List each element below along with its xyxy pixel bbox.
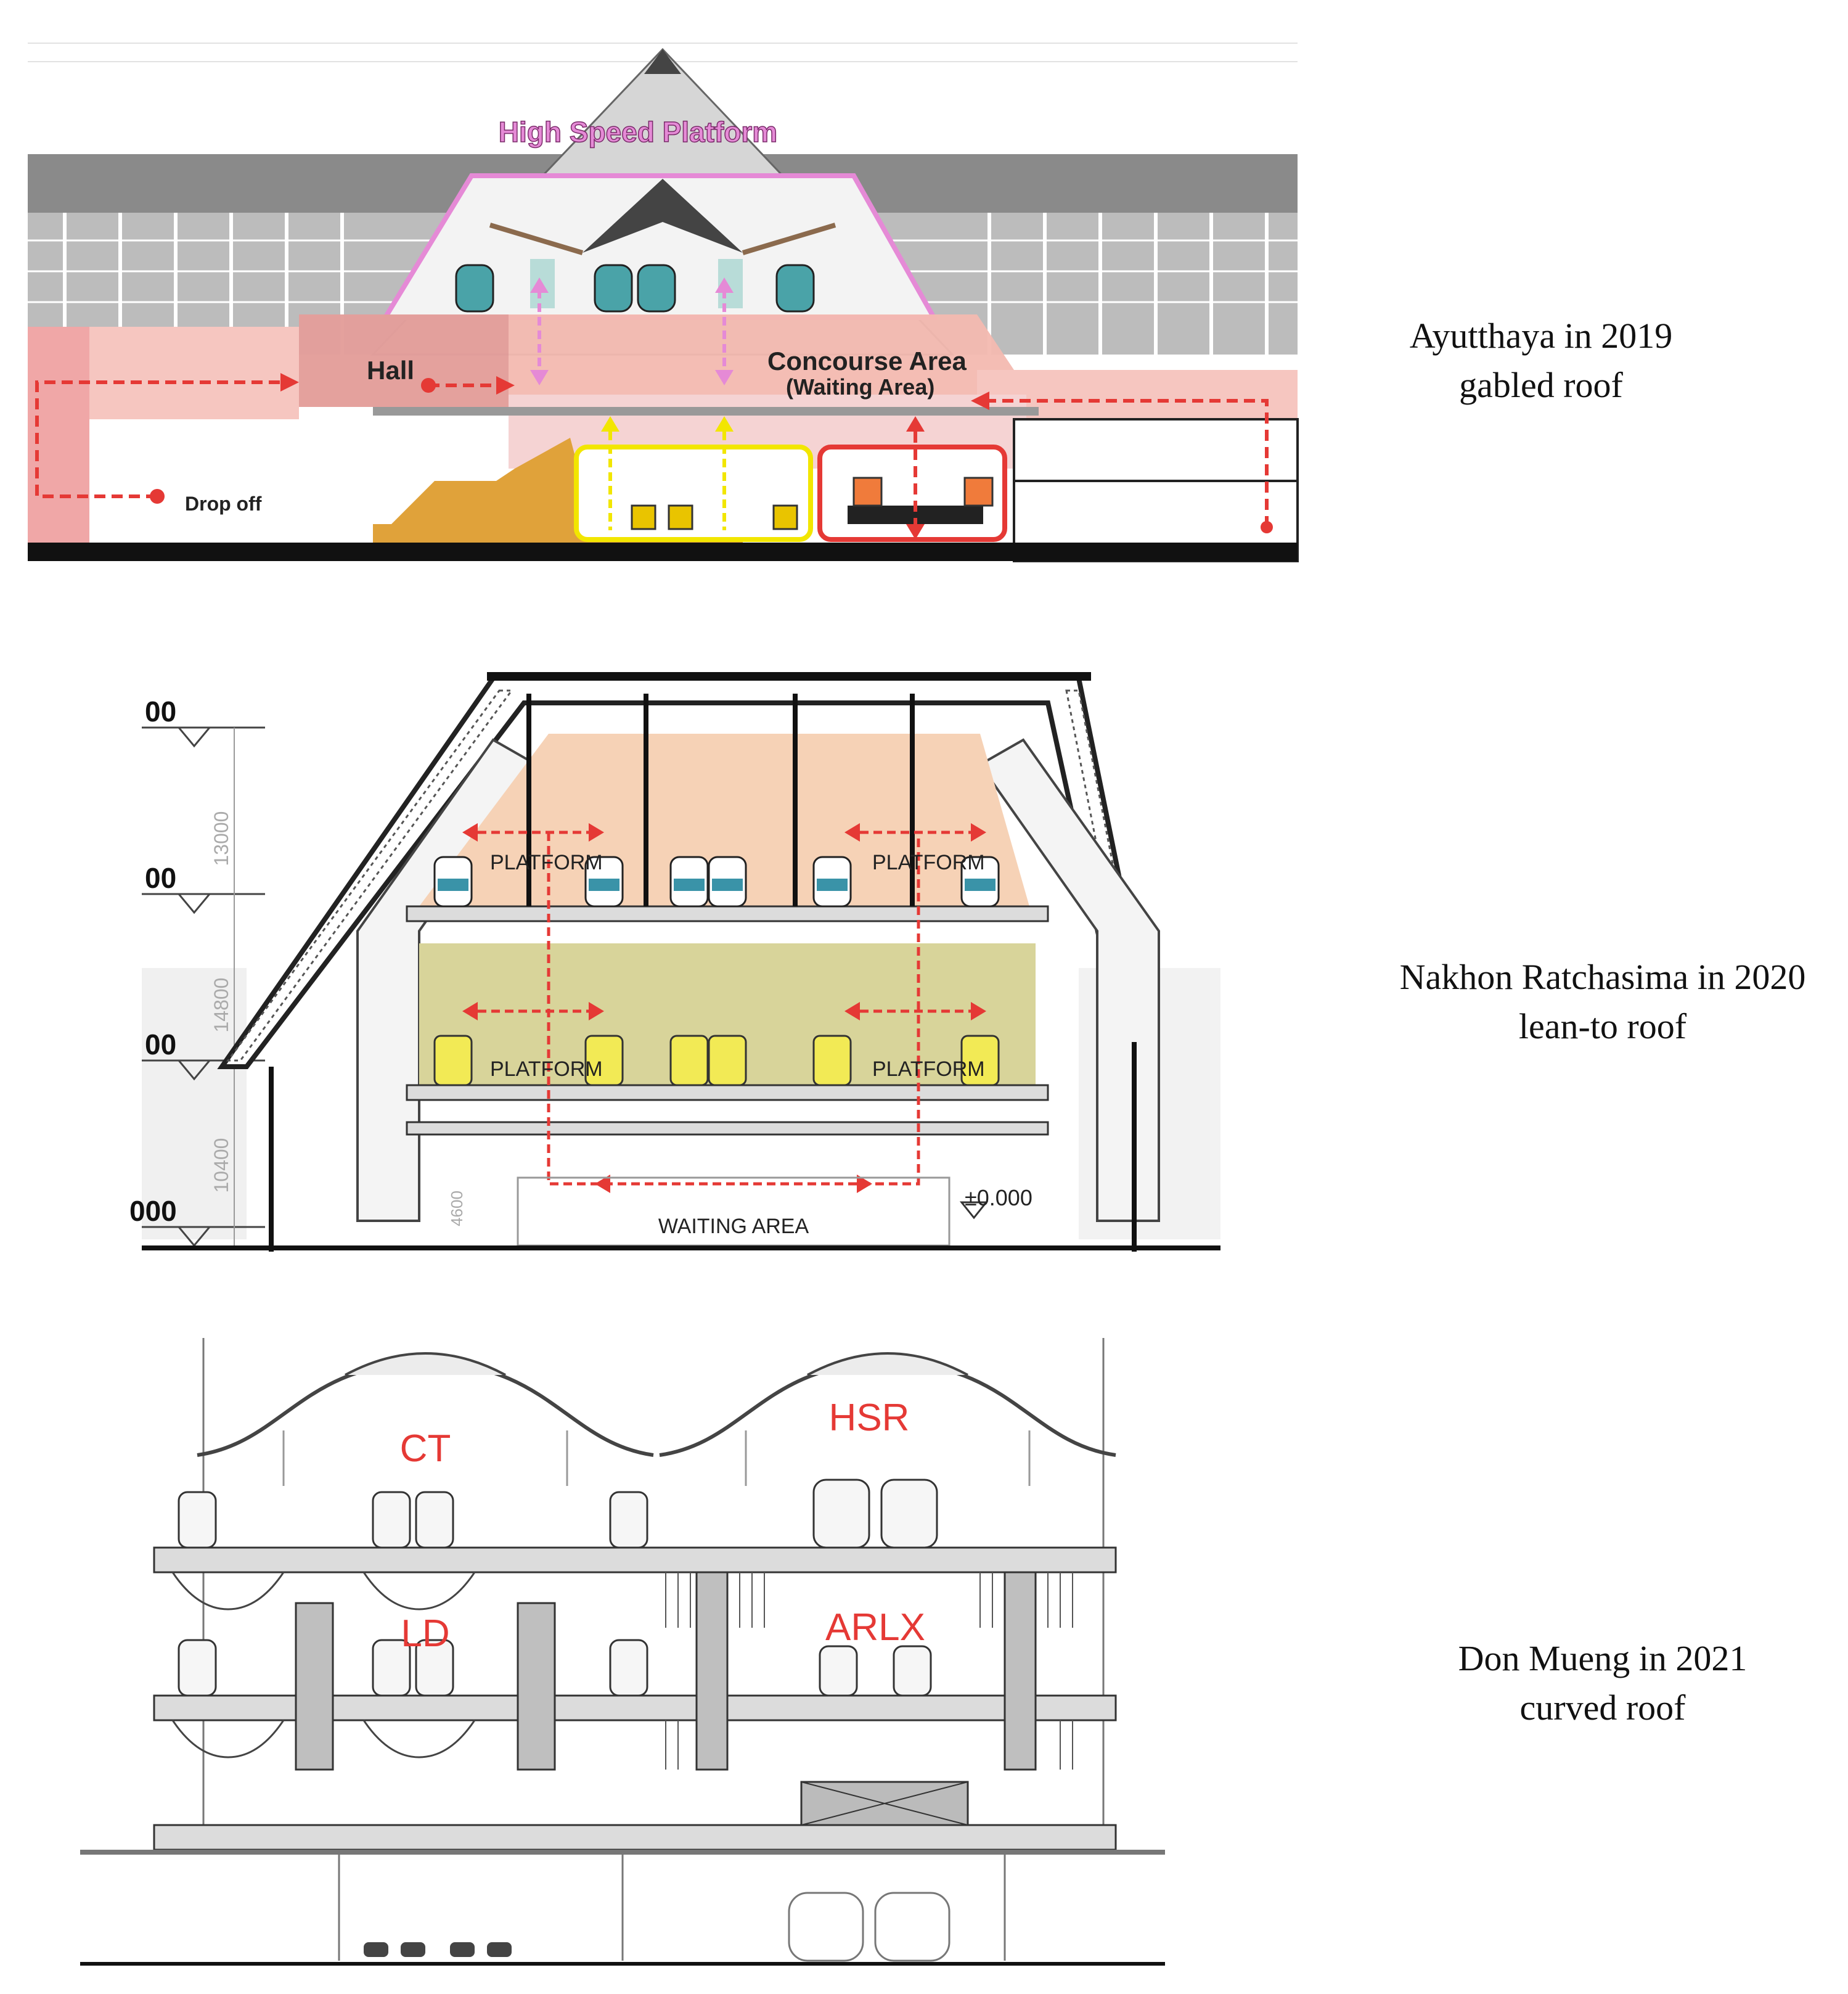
high-speed-platform-label: High Speed Platform	[499, 116, 777, 148]
nakhon-ratchasima-section-drawing: 00 00 00 000 13000 14800 10400	[129, 635, 1220, 1276]
caption-nakhon-line2: lean-to roof	[1518, 1006, 1687, 1046]
level-mark-a: 00	[145, 695, 176, 728]
dim-13000: 13000	[210, 811, 232, 866]
level-mark-c: 00	[145, 1028, 176, 1061]
drop-off-label: Drop off	[185, 493, 262, 515]
caption-don-mueang: Don Mueng in 2021 curved roof	[1393, 1634, 1812, 1733]
hsr-label: HSR	[829, 1397, 910, 1439]
caption-ayutthaya-line1: Ayutthaya in 2019	[1409, 316, 1673, 356]
ct-label: CT	[400, 1427, 451, 1470]
platform-label-lower-left: PLATFORM	[490, 1057, 603, 1081]
dim-14800: 14800	[210, 978, 232, 1033]
hall-label: Hall	[367, 356, 414, 385]
dim-4600: 4600	[448, 1191, 466, 1226]
waiting-area-label: (Waiting Area)	[786, 374, 934, 400]
caption-don-mueang-line1: Don Mueng in 2021	[1458, 1638, 1748, 1678]
platform-label-upper-left: PLATFORM	[490, 851, 603, 874]
arlx-label: ARLX	[825, 1606, 925, 1649]
dim-10400: 10400	[210, 1138, 232, 1193]
level-zero-label: ±0.000	[965, 1185, 1032, 1210]
level-mark-d: 000	[129, 1195, 177, 1227]
caption-don-mueang-line2: curved roof	[1519, 1688, 1686, 1728]
caption-ayutthaya-line2: gabled roof	[1459, 365, 1623, 405]
ayutthaya-section-drawing: High Speed Platform Hall Concourse Area …	[28, 37, 1299, 562]
caption-ayutthaya: Ayutthaya in 2019 gabled roof	[1344, 311, 1738, 410]
caption-nakhon-ratchasima: Nakhon Ratchasima in 2020 lean-to roof	[1368, 953, 1837, 1051]
don-mueang-section-drawing: CT HSR LD ARLX	[80, 1338, 1165, 1979]
waiting-area-label: WAITING AREA	[658, 1215, 809, 1238]
platform-label-lower-right: PLATFORM	[872, 1057, 985, 1081]
concourse-area-label: Concourse Area	[767, 347, 967, 375]
level-mark-b: 00	[145, 862, 176, 894]
ld-label: LD	[401, 1612, 449, 1655]
platform-label-upper-right: PLATFORM	[872, 851, 985, 874]
caption-nakhon-line1: Nakhon Ratchasima in 2020	[1399, 957, 1806, 997]
